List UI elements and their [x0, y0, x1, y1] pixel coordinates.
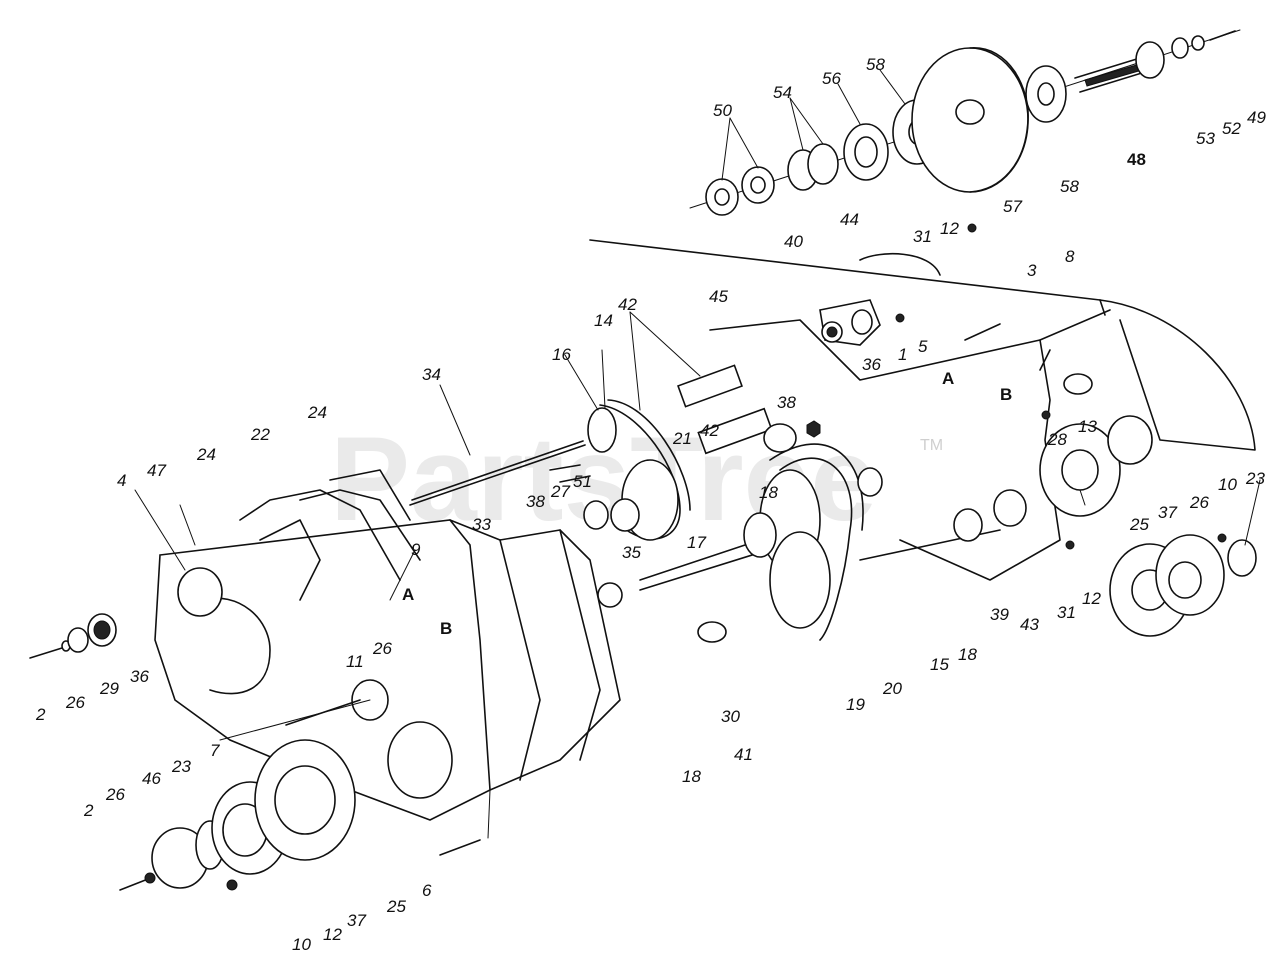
callout-labels: 49 52 53 48 58 58 57 56 54 50 44 40 31 1…: [35, 55, 1266, 954]
callout-21: 21: [672, 429, 692, 448]
callout-45: 45: [709, 287, 728, 306]
callout-24-top: 24: [307, 403, 327, 422]
callout-5: 5: [918, 337, 928, 356]
callout-13: 13: [1078, 417, 1097, 436]
callout-26-left: 26: [65, 693, 85, 712]
callout-8: 8: [1065, 247, 1075, 266]
callout-9: 9: [411, 540, 421, 559]
callout-53: 53: [1196, 129, 1215, 148]
callout-18-right: 18: [958, 645, 977, 664]
callout-34: 34: [422, 365, 441, 384]
callout-57: 57: [1003, 197, 1022, 216]
callout-2-bottom: 2: [83, 801, 94, 820]
callout-54: 54: [773, 83, 792, 102]
callout-12-right: 12: [1082, 589, 1101, 608]
callout-20: 20: [882, 679, 902, 698]
right-hub-parts: [1065, 533, 1257, 637]
leader-lines: [134, 69, 1261, 839]
callout-A-left: A: [402, 585, 414, 604]
callout-48: 48: [1127, 150, 1146, 169]
callout-37-bottom: 37: [347, 911, 366, 930]
callout-33: 33: [472, 515, 491, 534]
callout-A-right: A: [942, 369, 954, 388]
callout-38-top: 38: [777, 393, 796, 412]
callout-28: 28: [1047, 430, 1067, 449]
callout-B-left: B: [440, 619, 452, 638]
callout-30: 30: [721, 707, 740, 726]
shafts: [285, 364, 1001, 726]
callout-18-bottom: 18: [682, 767, 701, 786]
callout-31-top: 31: [913, 227, 932, 246]
idler-arm: [819, 223, 1051, 420]
callout-29: 29: [99, 679, 119, 698]
callout-26-bottom: 26: [105, 785, 125, 804]
callout-58-right: 58: [1060, 177, 1079, 196]
callout-17: 17: [687, 533, 706, 552]
callout-7: 7: [210, 741, 220, 760]
callout-16: 16: [552, 345, 571, 364]
chain-case-housing: [589, 239, 1256, 581]
callout-46: 46: [142, 769, 161, 788]
callout-23-right: 23: [1245, 469, 1265, 488]
callout-23-bottom: 23: [171, 757, 191, 776]
callout-26-right: 26: [1189, 493, 1209, 512]
callout-18-mid: 18: [759, 483, 778, 502]
callout-42-top: 42: [618, 295, 637, 314]
callout-42-mid: 42: [700, 421, 719, 440]
callout-56: 56: [822, 69, 841, 88]
callout-10-bottom: 10: [292, 935, 311, 954]
gear-case-housing: [154, 469, 621, 821]
callout-39: 39: [990, 605, 1009, 624]
callout-12-top: 12: [940, 219, 959, 238]
callout-4: 4: [117, 471, 126, 490]
left-hub-parts: [29, 613, 481, 891]
callout-25-bottom: 25: [386, 897, 406, 916]
callout-47: 47: [147, 461, 166, 480]
callout-43: 43: [1020, 615, 1039, 634]
callout-25-right: 25: [1129, 515, 1149, 534]
callout-38-left: 38: [526, 492, 545, 511]
callout-1: 1: [898, 345, 907, 364]
callout-35: 35: [622, 543, 641, 562]
callout-27: 27: [550, 482, 570, 501]
callout-50: 50: [713, 101, 732, 120]
callout-44: 44: [840, 210, 859, 229]
callout-14: 14: [594, 311, 613, 330]
pulley-assembly: [689, 29, 1241, 216]
callout-24-left: 24: [196, 445, 216, 464]
callout-36-top: 36: [862, 355, 881, 374]
callout-37-right: 37: [1158, 503, 1177, 522]
callout-40: 40: [784, 232, 803, 251]
callout-52: 52: [1222, 119, 1241, 138]
callout-10-right: 10: [1218, 475, 1237, 494]
callout-58-top: 58: [866, 55, 885, 74]
sprockets-and-chains: [583, 399, 1027, 643]
callout-22: 22: [250, 425, 270, 444]
callout-31-right: 31: [1057, 603, 1076, 622]
callout-15: 15: [930, 655, 949, 674]
callout-12-bottom: 12: [323, 925, 342, 944]
callout-51: 51: [573, 472, 592, 491]
callout-3: 3: [1027, 261, 1037, 280]
callout-19: 19: [846, 695, 865, 714]
callout-36-left: 36: [130, 667, 149, 686]
watermark-trademark: TM: [920, 437, 943, 454]
callout-41: 41: [734, 745, 753, 764]
callout-2-left: 2: [35, 705, 46, 724]
callout-49: 49: [1247, 108, 1266, 127]
callout-11: 11: [346, 652, 364, 671]
callout-26-mid: 26: [372, 639, 392, 658]
callout-B-right: B: [1000, 385, 1012, 404]
callout-6: 6: [422, 881, 432, 900]
